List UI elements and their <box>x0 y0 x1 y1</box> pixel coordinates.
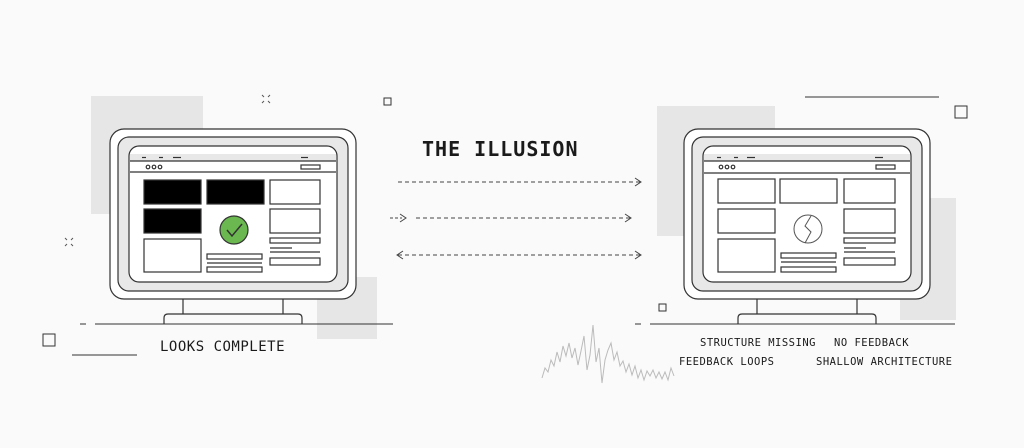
tag-no-feedback: NO FEEDBACK <box>834 337 910 349</box>
arrow-bidirectional <box>396 250 642 260</box>
left-monitor <box>109 128 357 324</box>
decor-square <box>954 105 968 119</box>
tag-structure-missing: STRUCTURE MISSING <box>700 337 816 349</box>
tag-shallow-architecture: SHALLOW ARCHITECTURE <box>816 356 953 368</box>
decor-square <box>383 97 392 106</box>
arrow-forward-with-prefix <box>390 213 632 223</box>
arrows-group <box>390 177 642 260</box>
decor-square <box>658 303 667 312</box>
page-title: THE ILLUSION <box>422 137 579 161</box>
check-circle-icon <box>219 215 249 245</box>
sparkle-icon <box>64 237 74 247</box>
broken-circle-icon <box>793 214 823 244</box>
left-caption: LOOKS COMPLETE <box>160 339 286 355</box>
waveform-graphic <box>541 324 675 384</box>
sparkle-icon <box>261 94 271 104</box>
decor-square <box>42 333 56 347</box>
tag-feedback-loops: FEEDBACK LOOPS <box>679 356 775 368</box>
arrow-forward <box>398 177 642 187</box>
right-monitor <box>683 128 931 324</box>
